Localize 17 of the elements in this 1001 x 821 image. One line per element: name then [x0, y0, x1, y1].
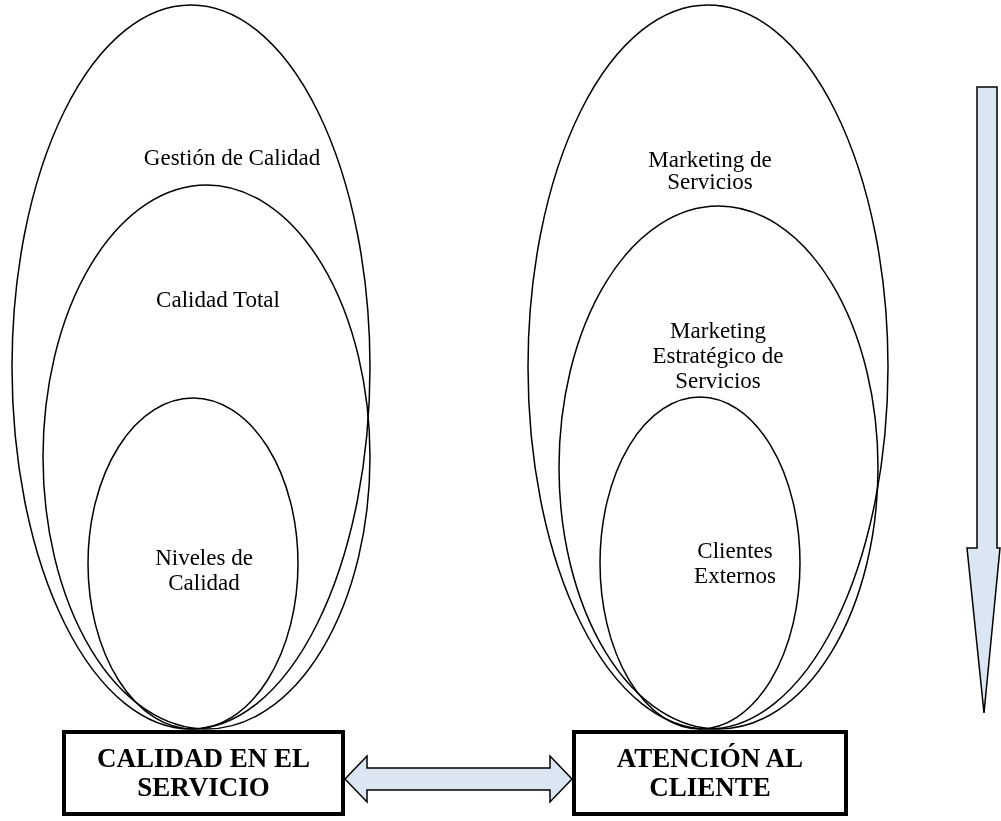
ellipse	[12, 5, 370, 729]
ellipse	[600, 397, 800, 729]
ellipse-label: Marketing Estratégico de Servicios	[651, 317, 785, 393]
ellipse-label: Calidad Total	[155, 286, 281, 312]
ellipse	[43, 185, 370, 729]
ellipse-label: Marketing de Servicios	[647, 149, 773, 193]
ellipse-label: Gestión de Calidad	[142, 144, 322, 170]
ellipse-label: Niveles de Calidad	[154, 545, 254, 595]
box-label: ATENCIÓN AL CLIENTE	[615, 744, 805, 802]
ellipse	[528, 5, 888, 729]
ellipse	[88, 398, 298, 729]
double-arrow	[343, 754, 574, 804]
box-label: CALIDAD EN EL SERVICIO	[95, 744, 311, 802]
ellipse-label: Clientes Externos	[693, 538, 777, 588]
ellipse	[559, 206, 878, 729]
label-box	[62, 730, 345, 816]
label-box	[572, 730, 848, 816]
